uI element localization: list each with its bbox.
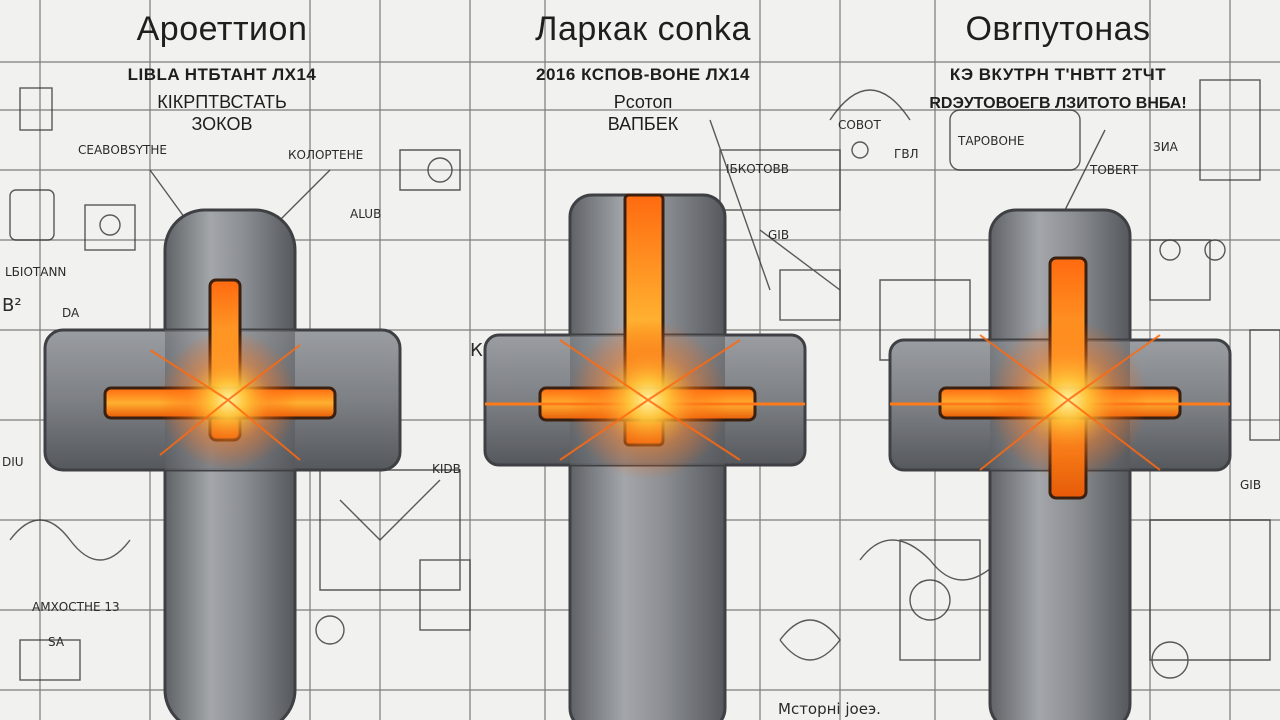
blueprint-label: B² (2, 295, 22, 316)
panel-center-subtitle: 2016 КСПОВ-ВОНЕ ЛХ14 (536, 65, 750, 84)
panel-left-note-1: КIКРПТВСТАТЬ (157, 92, 287, 112)
blueprint-label: Мсторнi јоеэ. (778, 700, 881, 718)
blueprint-label: К (470, 340, 483, 361)
blueprint-label: ЗИА (1153, 140, 1178, 154)
panel-center-note-2: ВАПБЕК (607, 114, 679, 134)
blueprint-label: ТОВЕRТ (1090, 163, 1139, 177)
cross-center (483, 193, 807, 720)
cross-right (888, 208, 1232, 720)
panel-right-subtitle: КЭ ВКУТРН Т'НВТТ 2ТЧТ (949, 65, 1167, 84)
panel-right-note-1: RDЭУТОВОЕГВ ЛЗИТОТО ВНБА! (929, 95, 1187, 112)
blueprint-label: КОЛОРТЕНЕ (288, 148, 364, 162)
panel-center-title: Ларкак conka (535, 10, 751, 48)
blueprint-label: СОВОТ (838, 118, 881, 132)
blueprint-label: GIB (768, 228, 790, 242)
blueprint-label: LБІОТАNN (5, 265, 67, 279)
panel-left-title: Aроеттиоn (136, 10, 308, 48)
blueprint-label: IБКОТОВВ (726, 162, 789, 176)
blueprint-label: KIDB (432, 462, 461, 476)
blueprint-label: ТАРОВОНЕ (958, 134, 1025, 148)
panel-center-note-1: Рсотоп (613, 92, 673, 112)
blueprint-label: DIU (2, 455, 24, 469)
blueprint-label: АМХОСТНЕ 13 (32, 600, 120, 614)
blueprint-label: DA (62, 306, 80, 320)
panel-right-title: Овrпутонаs (965, 10, 1151, 48)
panel-left-subtitle: LIBLA НТБТАНТ ЛХ14 (127, 65, 317, 84)
panel-left-note-2: ЗОКОВ (191, 114, 253, 134)
blueprint-label: SA (48, 635, 65, 649)
blueprint-label: GIB (1240, 478, 1262, 492)
cross-left (43, 208, 402, 720)
blueprint-label: ГВЛ (894, 147, 919, 161)
blueprint-label: ALUB (350, 207, 382, 221)
blueprint-label: СЕАВОВЅҮТНЕ (78, 143, 167, 157)
